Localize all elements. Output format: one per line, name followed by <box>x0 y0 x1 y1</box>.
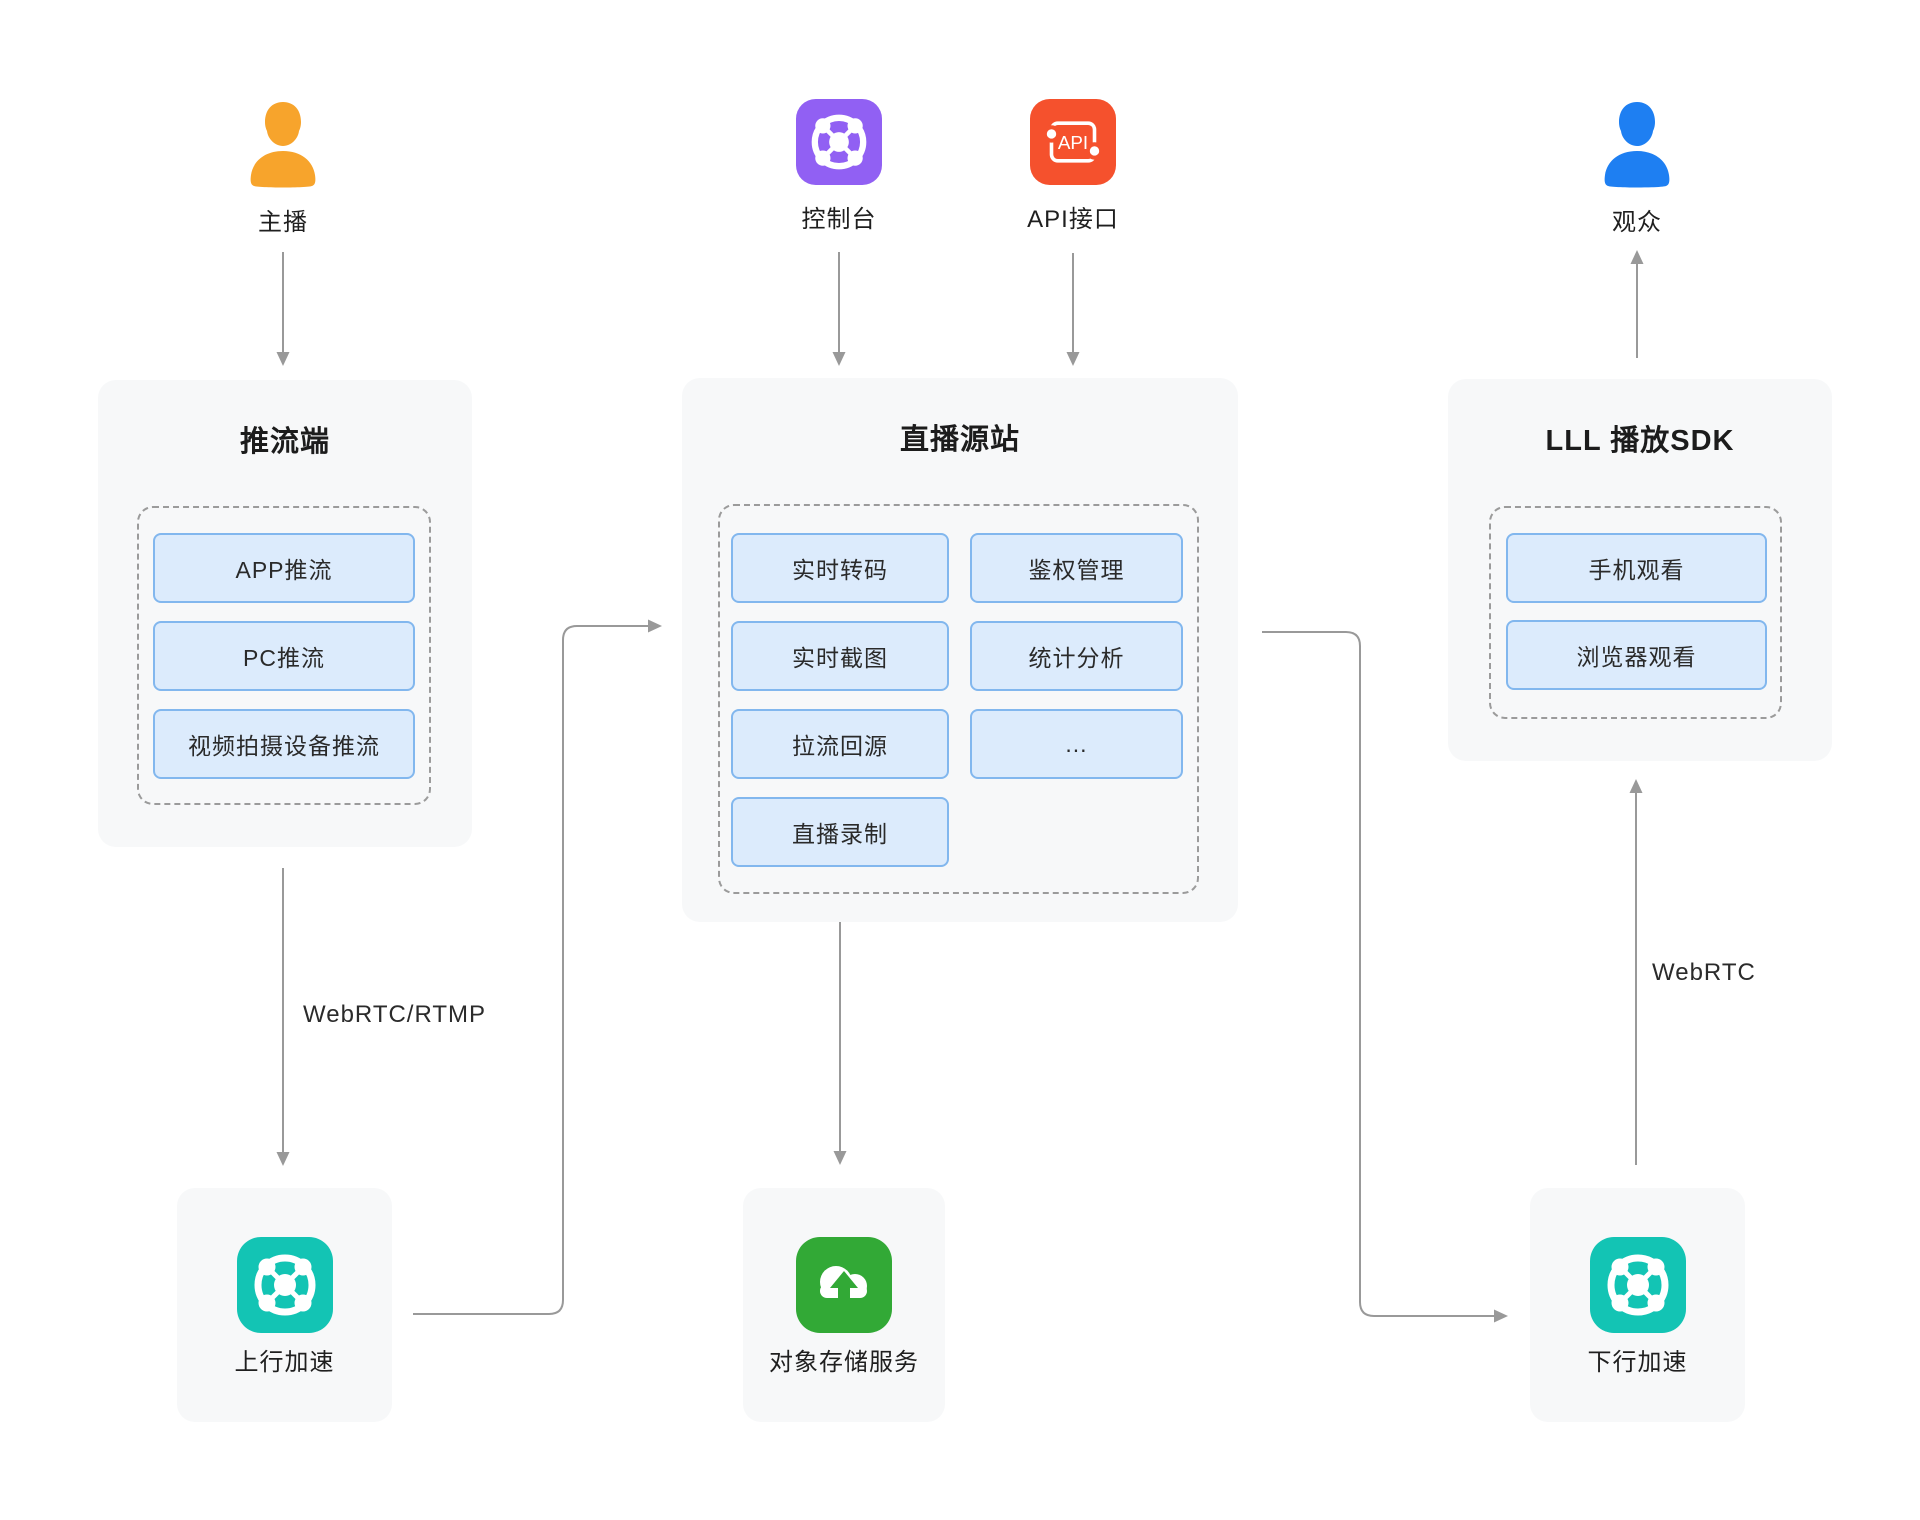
card-storage: 对象存储服务 <box>743 1188 945 1422</box>
card-uplink: 上行加速 <box>177 1188 392 1422</box>
origin-item: 统计分析 <box>970 621 1183 691</box>
person-icon <box>1604 102 1670 188</box>
actor-api-label: API接口 <box>1027 206 1119 233</box>
origin-item: 鉴权管理 <box>970 533 1183 603</box>
panel-play: LLL 播放SDK 手机观看 浏览器观看 <box>1448 379 1832 761</box>
console-hub-icon <box>796 99 882 185</box>
downlink-acceleration-icon <box>1590 1237 1686 1333</box>
panel-play-group <box>1489 506 1782 719</box>
card-downlink: 下行加速 <box>1530 1188 1745 1422</box>
origin-item: 实时转码 <box>731 533 949 603</box>
actor-host-label: 主播 <box>258 209 308 236</box>
panel-push-group <box>137 506 431 805</box>
card-storage-label: 对象存储服务 <box>769 1349 919 1376</box>
play-item: 手机观看 <box>1506 533 1767 603</box>
uplink-acceleration-icon <box>237 1237 333 1333</box>
edge-label-push-protocol: WebRTC/RTMP <box>303 1001 487 1028</box>
api-icon: API <box>1030 99 1116 185</box>
object-storage-icon <box>796 1237 892 1333</box>
origin-item: 直播录制 <box>731 797 949 867</box>
panel-play-title: LLL 播放SDK <box>1545 425 1735 457</box>
origin-item: 拉流回源 <box>731 709 949 779</box>
person-icon <box>250 102 316 188</box>
edge-label-play-protocol: WebRTC <box>1652 959 1756 986</box>
panel-origin-title: 直播源站 <box>899 424 1020 456</box>
actor-viewer: 观众 <box>1587 98 1687 237</box>
panel-origin-group <box>718 504 1199 894</box>
card-downlink-label: 下行加速 <box>1587 1349 1688 1376</box>
actor-host: 主播 <box>233 98 333 237</box>
play-item: 浏览器观看 <box>1506 620 1767 690</box>
actor-console: 控制台 <box>779 99 899 234</box>
origin-item: ... <box>970 709 1183 779</box>
push-item: PC推流 <box>153 621 415 691</box>
svg-text:API: API <box>1058 132 1088 153</box>
panel-origin: 直播源站 实时转码 实时截图 拉流回源 直播录制 鉴权管理 统计分析 ... <box>682 378 1238 922</box>
push-item: 视频拍摄设备推流 <box>153 709 415 779</box>
push-item: APP推流 <box>153 533 415 603</box>
origin-item: 实时截图 <box>731 621 949 691</box>
panel-push: 推流端 APP推流 PC推流 视频拍摄设备推流 <box>98 380 472 847</box>
actor-api: API API接口 <box>1013 99 1133 234</box>
actor-viewer-label: 观众 <box>1612 209 1662 236</box>
panel-push-title: 推流端 <box>239 426 330 458</box>
card-uplink-label: 上行加速 <box>234 1349 335 1376</box>
actor-console-label: 控制台 <box>801 206 877 233</box>
